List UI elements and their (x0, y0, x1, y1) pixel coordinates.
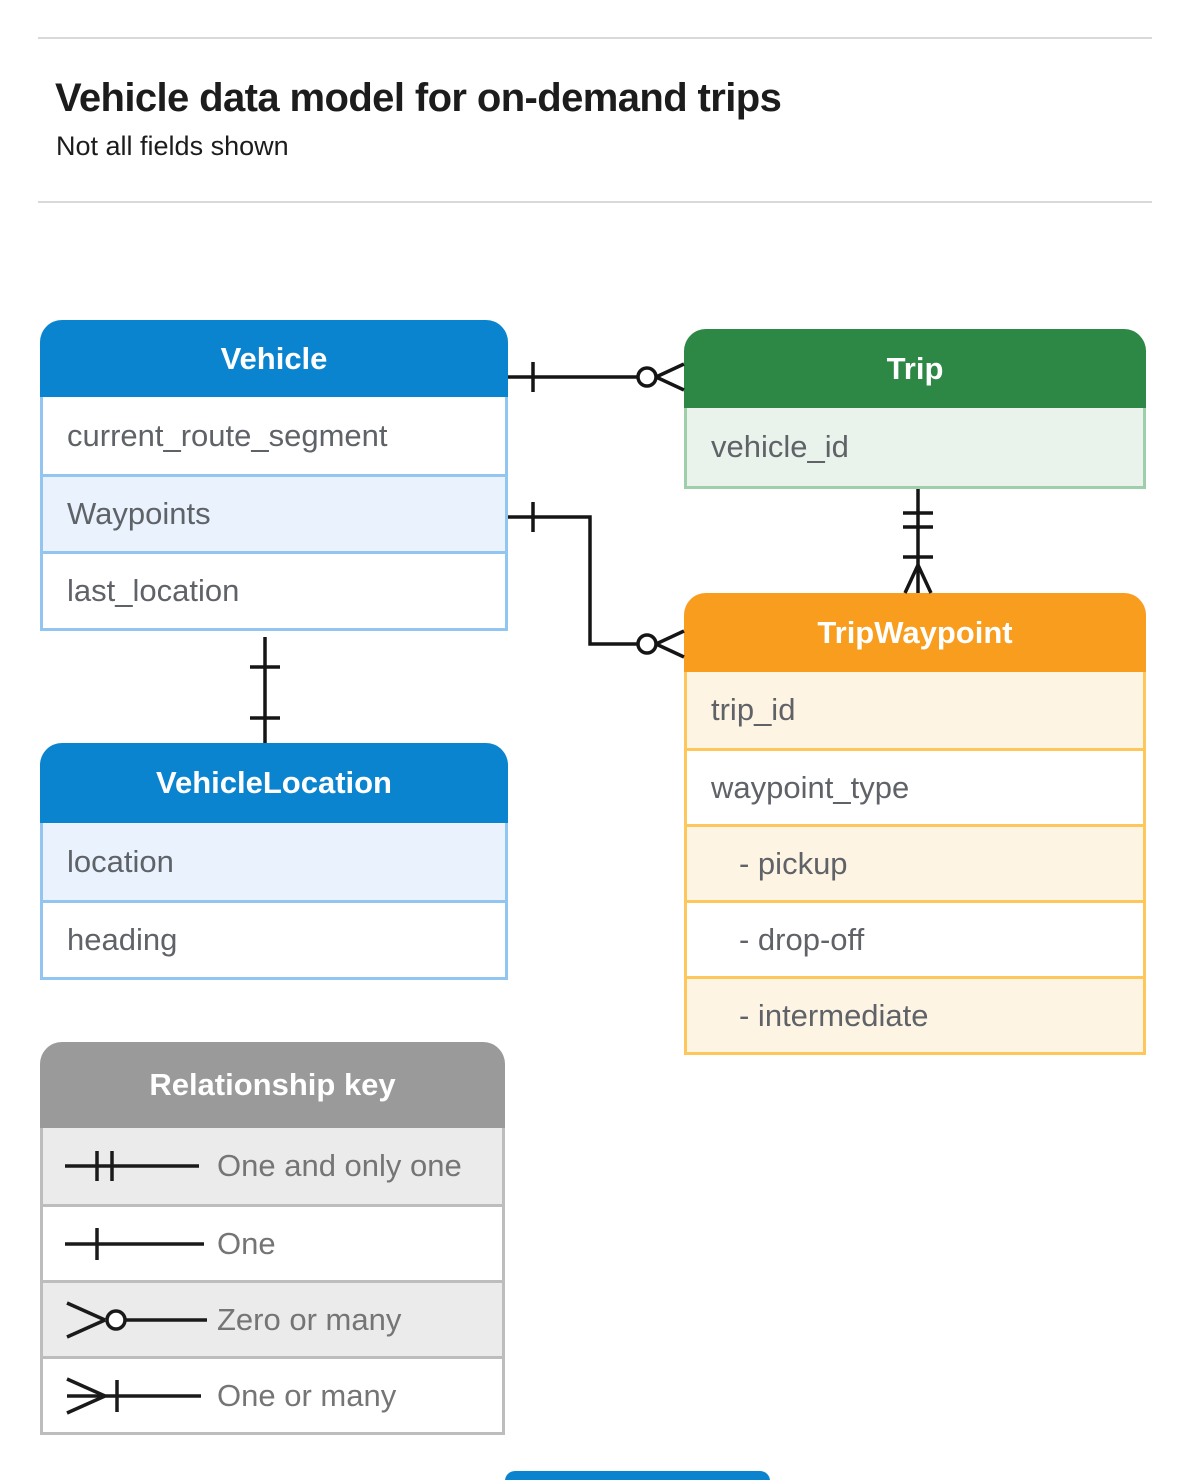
field-heading: heading (43, 900, 505, 977)
zero-or-many-symbol (66, 1300, 207, 1339)
trip-tripwaypoint-connector (903, 489, 933, 594)
entity-vehicle-location-title: VehicleLocation (40, 743, 508, 823)
one-or-many-symbol (66, 1376, 201, 1415)
field-waypoints: Waypoints (43, 474, 505, 551)
field-waypoint-type: waypoint_type (687, 748, 1143, 824)
entity-trip-fields: vehicle_id (684, 408, 1146, 489)
field-pickup: - pickup (687, 824, 1143, 900)
key-row-zero-or-many: Zero or many (43, 1280, 502, 1356)
key-label: One or many (217, 1377, 397, 1413)
one-symbol (65, 1227, 204, 1260)
field-last-location: last_location (43, 551, 505, 628)
key-row-one-and-only-one: One and only one (43, 1128, 502, 1204)
page-subtitle: Not all fields shown (56, 131, 289, 161)
lastlocation-vehiclelocation-connector (250, 637, 280, 743)
relationship-key: Relationship key One and only one One (40, 1042, 505, 1435)
field-current-route-segment: current_route_segment (43, 397, 505, 474)
entity-vehicle: Vehicle current_route_segment Waypoints … (40, 320, 508, 631)
entity-vehicle-title: Vehicle (40, 320, 508, 397)
field-location: location (43, 823, 505, 900)
key-row-one-or-many: One or many (43, 1356, 502, 1432)
entity-trip-title: Trip (684, 329, 1146, 408)
entity-trip: Trip vehicle_id (684, 329, 1146, 489)
field-vehicle-id: vehicle_id (687, 408, 1143, 486)
page-title: Vehicle data model for on-demand trips (55, 76, 782, 120)
field-intermediate: - intermediate (687, 976, 1143, 1052)
entity-vehicle-location: VehicleLocation location heading (40, 743, 508, 980)
top-divider (38, 37, 1152, 39)
field-drop-off: - drop-off (687, 900, 1143, 976)
vehicle-trip-connector (508, 362, 685, 392)
one-and-only-one-symbol (65, 1151, 199, 1181)
entity-trip-waypoint-fields: trip_id waypoint_type - pickup - drop-of… (684, 672, 1146, 1055)
waypoints-tripwaypoint-connector (508, 502, 685, 659)
field-trip-id: trip_id (687, 672, 1143, 748)
key-label: One (217, 1225, 276, 1261)
entity-vehicle-location-fields: location heading (40, 823, 508, 980)
key-label: One and only one (217, 1148, 462, 1183)
key-label: Zero or many (217, 1301, 402, 1337)
entity-trip-waypoint-title: TripWaypoint (684, 593, 1146, 672)
key-row-one: One (43, 1204, 502, 1280)
relationship-key-rows: One and only one One Zero or many (40, 1128, 505, 1435)
header-divider (38, 201, 1152, 203)
cut-off-entity-header (505, 1471, 770, 1480)
entity-vehicle-fields: current_route_segment Waypoints last_loc… (40, 397, 508, 631)
relationship-key-title: Relationship key (40, 1042, 505, 1128)
entity-trip-waypoint: TripWaypoint trip_id waypoint_type - pic… (684, 593, 1146, 1055)
